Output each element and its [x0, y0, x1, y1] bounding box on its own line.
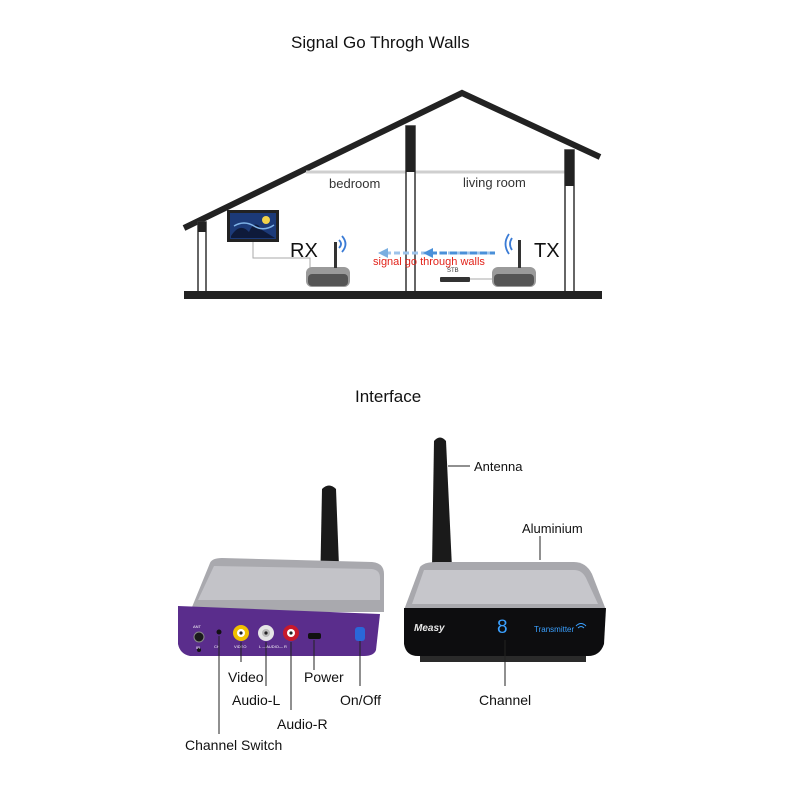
callout-aluminium: Aluminium	[522, 521, 583, 536]
label-ir: IR	[196, 645, 200, 650]
diagram-title: Signal Go Throgh Walls	[291, 33, 470, 52]
wall-left	[197, 221, 207, 295]
receiver-device: ANT IR CH VIDEO L —AUDIO— R	[178, 485, 384, 656]
rx-device	[306, 242, 350, 287]
port-ir	[197, 648, 201, 652]
callout-channel-switch: Channel Switch	[185, 737, 283, 753]
receiver-front-panel	[178, 606, 380, 656]
callout-audio-l: Audio-L	[232, 692, 281, 708]
label-ant: ANT	[193, 624, 202, 629]
tx-device	[492, 240, 536, 287]
tx-wifi-icon	[504, 233, 513, 255]
stb-label: STB	[447, 268, 459, 274]
wall-left-cap	[198, 222, 206, 232]
transmitter-antenna	[432, 437, 452, 568]
signal-arrow	[378, 248, 495, 258]
channel-display: 8	[497, 617, 508, 638]
transmitter-wifi-icon	[575, 623, 587, 629]
transmitter-callout-lines	[448, 465, 541, 686]
callout-antenna: Antenna	[474, 459, 523, 474]
transmitter-brand: Measy	[414, 623, 445, 634]
stb-box	[440, 277, 470, 282]
callout-video: Video	[228, 669, 264, 685]
rx-label: RX	[290, 240, 318, 262]
transmitter-front	[404, 608, 606, 656]
room-label-bedroom: bedroom	[329, 176, 381, 191]
house-roof	[182, 89, 602, 231]
tv-cable	[252, 242, 311, 270]
signal-text: signal go through walls	[373, 256, 485, 268]
interface-title: Interface	[355, 387, 422, 406]
port-on-off	[355, 627, 365, 641]
tx-label: TX	[534, 240, 560, 262]
transmitter-device: Measy 8 Transmitter	[404, 437, 606, 662]
label-audio-port: L —AUDIO— R	[259, 644, 287, 649]
house-floor	[184, 291, 602, 299]
port-ch-button	[216, 629, 222, 635]
label-video-port: VIDEO	[234, 644, 246, 649]
tv-screen	[227, 210, 279, 242]
wall-right-cap	[565, 150, 574, 186]
callout-audio-r: Audio-R	[277, 716, 328, 732]
receiver-callout-lines	[218, 636, 361, 734]
wall-middle-cap	[406, 126, 415, 172]
transmitter-mode-text: Transmitter	[534, 625, 574, 634]
callout-power: Power	[304, 669, 344, 685]
label-ch: CH	[214, 644, 220, 649]
rx-wifi-icon	[338, 235, 347, 253]
port-power	[308, 633, 321, 639]
port-ant	[193, 631, 205, 643]
callout-channel: Channel	[479, 692, 532, 708]
callout-on-off: On/Off	[340, 692, 381, 708]
room-label-living: living room	[463, 175, 526, 190]
